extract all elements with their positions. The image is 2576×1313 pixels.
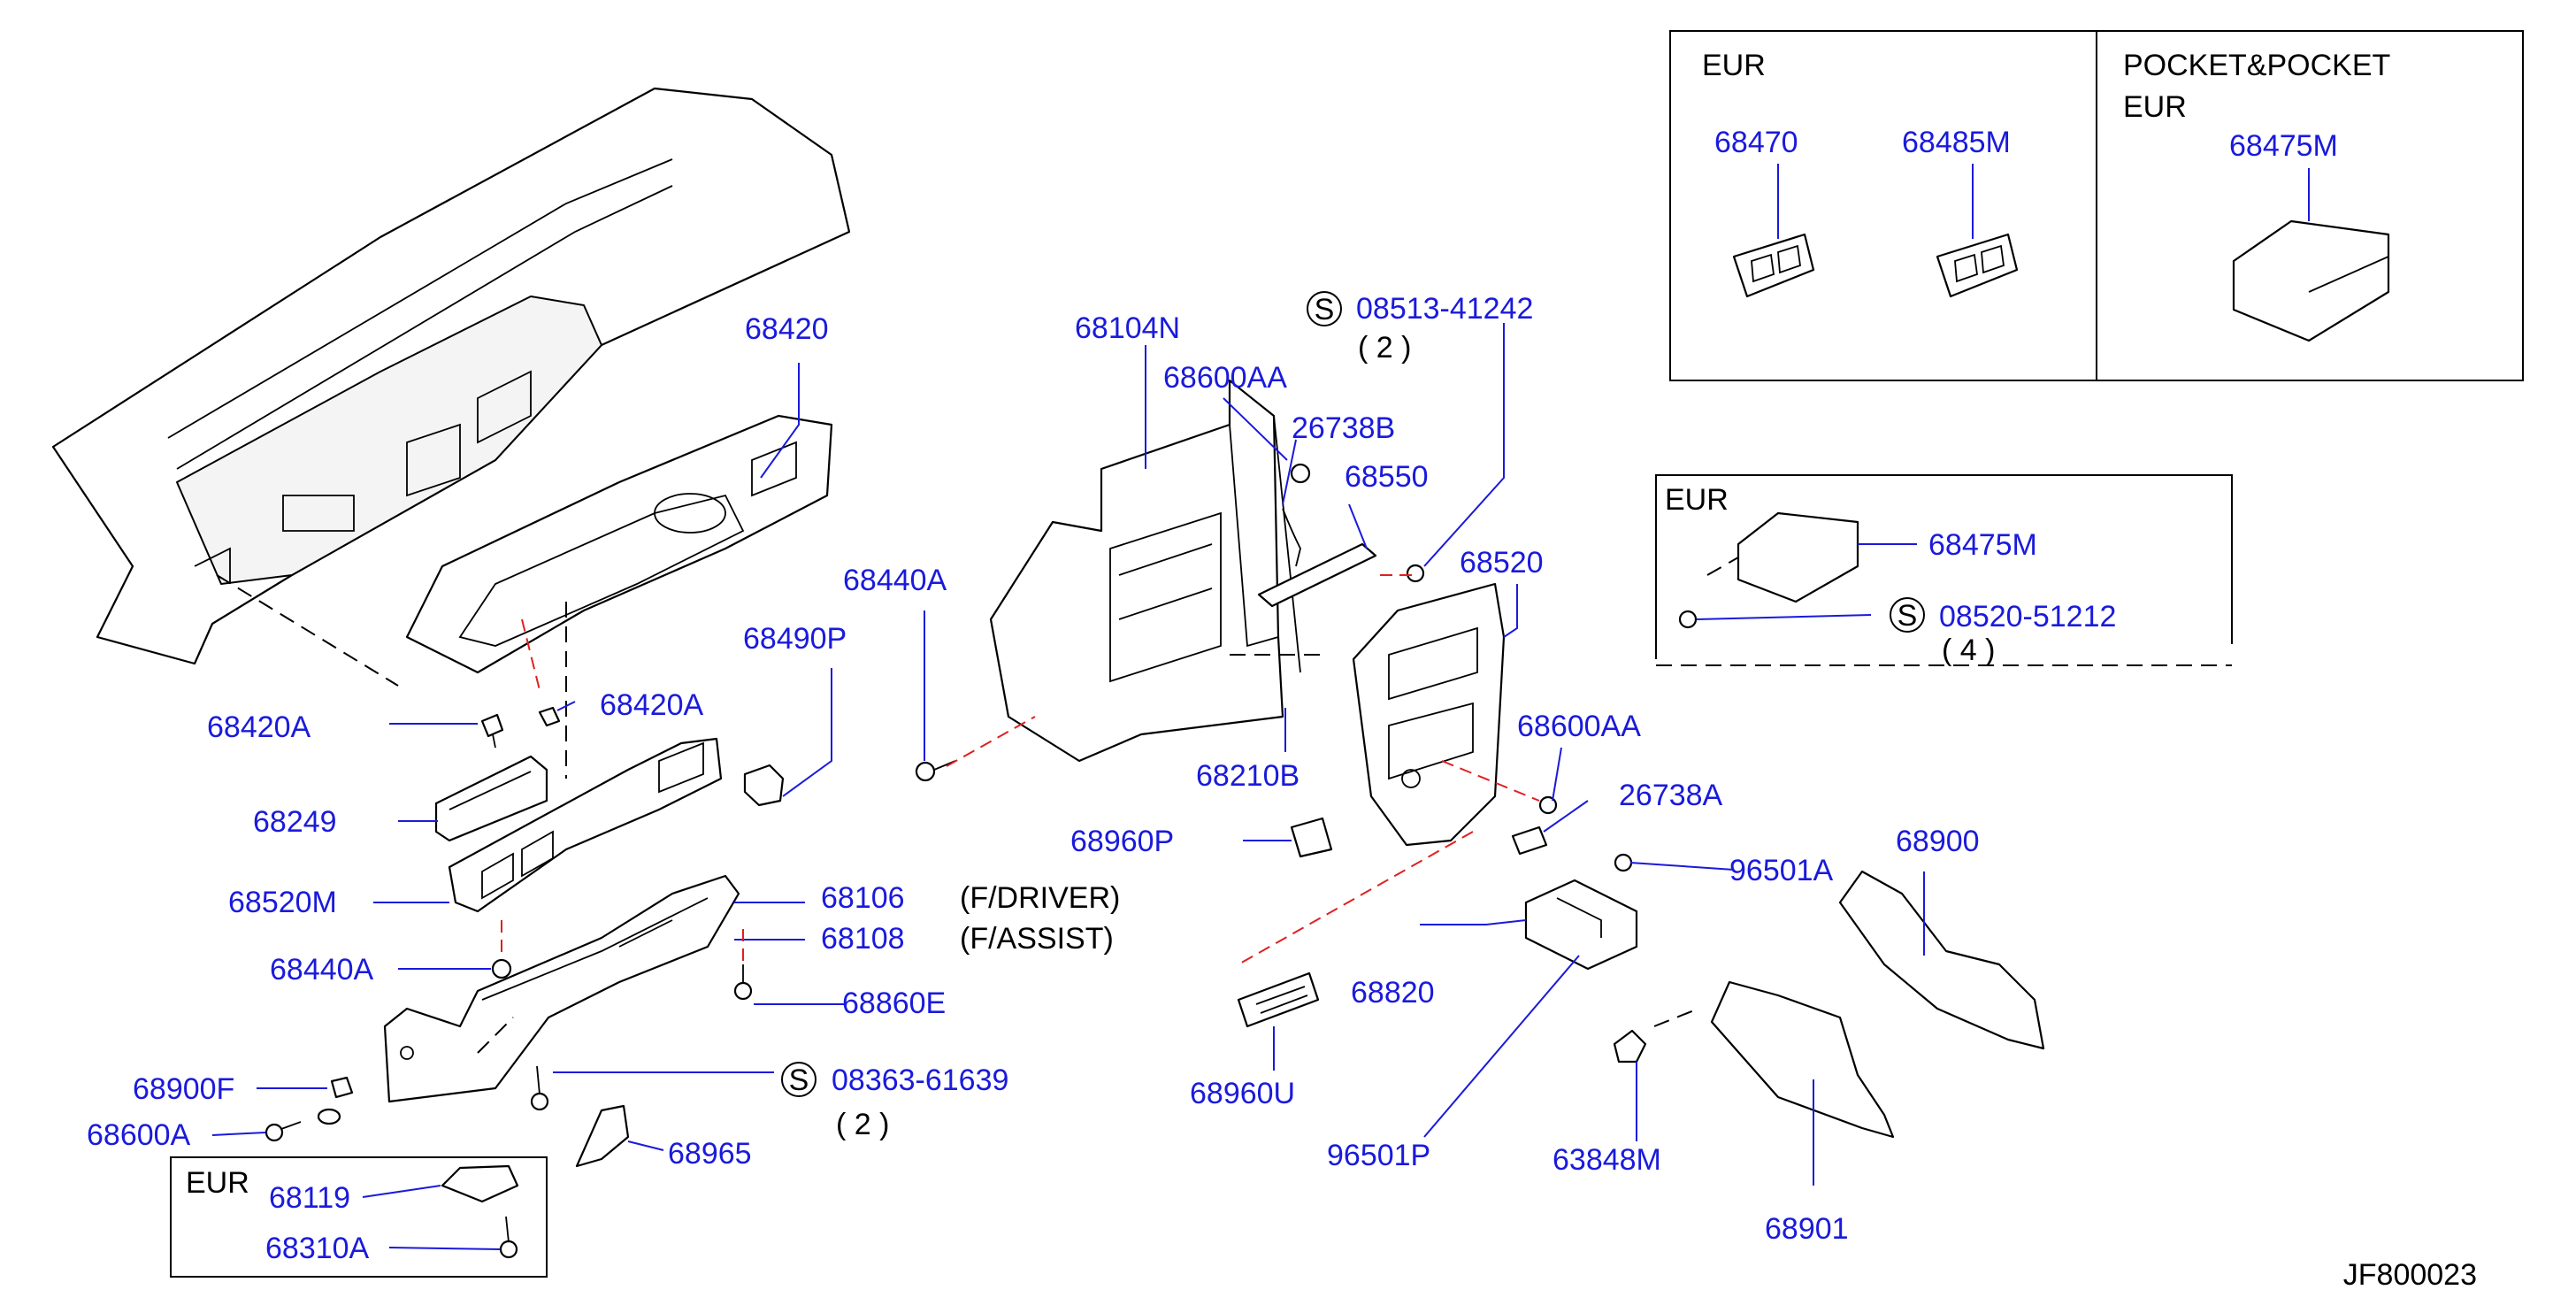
label-68901[interactable]: 68901 (1765, 1212, 1849, 1246)
label-68600AA-mid[interactable]: 68600AA (1517, 710, 1641, 743)
bezel-68520M-illustration (448, 737, 723, 913)
label-68550[interactable]: 68550 (1345, 460, 1429, 494)
vent-68960U-illustration (1237, 971, 1320, 1028)
bulb-26738A-illustration (1511, 825, 1548, 856)
pocket-68119-illustration (441, 1164, 519, 1203)
label-68420[interactable]: 68420 (745, 312, 829, 346)
label-96501P[interactable]: 96501P (1327, 1139, 1430, 1172)
label-68960P[interactable]: 68960P (1070, 825, 1174, 858)
lower-cover-illustration (383, 874, 740, 1103)
label-68249[interactable]: 68249 (253, 805, 337, 839)
switch-68485M-illustration (1936, 233, 2019, 298)
diagram-code: JF800023 (2343, 1258, 2477, 1292)
svg-text:S: S (1315, 293, 1335, 326)
screw-68420A-illustration (480, 713, 504, 749)
inset-title-eur-3: EUR (186, 1166, 249, 1200)
cover-68900-illustration (1838, 870, 2045, 1050)
note-qty-08363: ( 2 ) (836, 1108, 889, 1141)
pocket-68965-illustration (575, 1104, 630, 1168)
label-68490P[interactable]: 68490P (743, 622, 847, 656)
center-console-illustration (989, 379, 1327, 763)
screw-68600AA-mid-illustration (1538, 795, 1558, 815)
screw-08513-illustration (1406, 564, 1425, 583)
unit-68820-illustration (1524, 879, 1638, 971)
pocket-68475M-mid-illustration (1736, 511, 1859, 603)
svg-text:S: S (1898, 599, 1918, 633)
screw-68440A-low-illustration (491, 958, 512, 979)
screw-68860E-illustration (733, 964, 753, 1001)
bezel-68249-illustration (434, 755, 548, 842)
inset-top-right (1669, 30, 2524, 381)
inset-middle-right (1655, 474, 2233, 666)
note-f-driver: (F/DRIVER) (960, 881, 1120, 915)
label-68420A[interactable]: 68420A (207, 710, 311, 744)
label-68106[interactable]: 68106 (821, 881, 905, 915)
label-68470[interactable]: 68470 (1714, 126, 1798, 159)
cap-68960P-illustration (1290, 817, 1333, 858)
standard-part-marker-08520: S (1890, 597, 1925, 633)
label-68520[interactable]: 68520 (1460, 546, 1544, 580)
label-68600AA-top[interactable]: 68600AA (1163, 361, 1287, 395)
label-26738A[interactable]: 26738A (1619, 779, 1723, 812)
label-68860E[interactable]: 68860E (842, 987, 946, 1020)
screw-08363-illustration (530, 1065, 549, 1111)
center-bezel-68520-illustration (1352, 582, 1506, 847)
label-08513-41242[interactable]: 08513-41242 (1356, 292, 1533, 326)
cluster-lid-illustration (405, 414, 833, 779)
screw-68600A-illustration (264, 1121, 302, 1142)
note-qty-08520: ( 4 ) (1942, 633, 1995, 667)
label-68119[interactable]: 68119 (269, 1181, 350, 1215)
standard-part-marker-08513: S (1307, 291, 1342, 326)
inset-title-eur-2: EUR (1665, 483, 1729, 517)
screw-68440A-mid-illustration (915, 760, 956, 782)
inset-bottom-left (170, 1156, 548, 1278)
clip-68490P-illustration (743, 764, 785, 807)
note-qty-08513: ( 2 ) (1358, 331, 1411, 365)
cover-68901-illustration (1710, 980, 1895, 1139)
harness-26738B-illustration (1282, 508, 1301, 567)
label-68108[interactable]: 68108 (821, 922, 905, 956)
label-26738B[interactable]: 26738B (1292, 411, 1395, 445)
clip-68420A-2-illustration (538, 706, 561, 727)
clip-68900F-illustration (317, 1076, 354, 1125)
label-68310A[interactable]: 68310A (265, 1232, 370, 1265)
label-63848M[interactable]: 63848M (1552, 1143, 1661, 1177)
label-68210B[interactable]: 68210B (1196, 759, 1300, 793)
dashed-assembly-lines (477, 557, 1739, 1054)
svg-text:S: S (789, 1063, 809, 1097)
inset-subtitle-eur: EUR (2123, 90, 2187, 124)
clip-63848M-illustration (1613, 1029, 1647, 1063)
label-68440A-low[interactable]: 68440A (270, 953, 374, 987)
switch-68470-illustration (1732, 233, 1815, 298)
label-68440A-mid[interactable]: 68440A (843, 564, 947, 597)
inset-title-pocket: POCKET&POCKET (2123, 49, 2390, 82)
label-68900[interactable]: 68900 (1896, 825, 1980, 858)
label-68475M-mid[interactable]: 68475M (1928, 528, 2037, 562)
screw-08520-illustration (1678, 610, 1698, 629)
pocket-68475M-top-illustration (2232, 219, 2390, 342)
label-68820[interactable]: 68820 (1351, 976, 1435, 1010)
inset-title-eur-1: EUR (1702, 49, 1766, 82)
note-f-assist: (F/ASSIST) (960, 922, 1114, 956)
garnish-68550-illustration (1257, 542, 1377, 608)
dashboard-panel-illustration (51, 87, 851, 687)
label-68520M[interactable]: 68520M (228, 886, 337, 919)
label-68485M[interactable]: 68485M (1902, 126, 2011, 159)
label-68475M-top[interactable]: 68475M (2229, 129, 2338, 163)
label-08363-61639[interactable]: 08363-61639 (832, 1063, 1008, 1097)
screw-68600AA-top-illustration (1290, 463, 1311, 484)
label-96501A[interactable]: 96501A (1729, 854, 1834, 887)
label-68104N[interactable]: 68104N (1075, 311, 1180, 345)
screw-96501A-illustration (1614, 853, 1633, 872)
label-08520-51212[interactable]: 08520-51212 (1939, 600, 2116, 633)
label-68900F[interactable]: 68900F (133, 1072, 234, 1106)
screw-68310A-illustration (499, 1216, 518, 1259)
label-68960U[interactable]: 68960U (1190, 1077, 1295, 1110)
label-68600A[interactable]: 68600A (87, 1118, 191, 1152)
standard-part-marker-08363: S (781, 1062, 816, 1097)
label-68420A-2[interactable]: 68420A (600, 688, 704, 722)
label-68965[interactable]: 68965 (668, 1137, 752, 1171)
